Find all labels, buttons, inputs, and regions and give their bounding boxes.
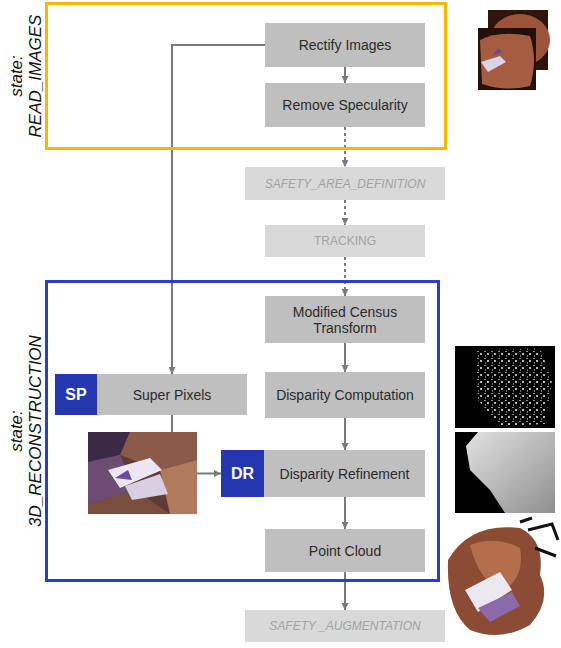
module-tag: SP — [55, 374, 97, 415]
process-box: Disparity Computation — [265, 372, 425, 418]
box-label: Modified Census Transform — [271, 304, 419, 336]
process-box: Rectify Images — [265, 23, 425, 67]
stereo-photos — [478, 10, 550, 90]
process-box: Disparity Refinement — [264, 450, 425, 497]
flow-arrow — [344, 418, 346, 450]
flow-arrow — [344, 67, 346, 83]
state-box: TRACKING — [265, 225, 425, 257]
tissue — [480, 34, 534, 89]
disparity-points — [475, 348, 552, 426]
box-label: SAFETY _AUGMENTATION — [269, 619, 420, 633]
tool — [492, 48, 502, 56]
sparse-disparity-image — [455, 346, 555, 428]
superpixel — [160, 460, 197, 514]
box-label: Disparity Computation — [276, 387, 414, 403]
box-label: Super Pixels — [133, 387, 212, 403]
box-label: SP — [65, 386, 86, 404]
tool — [125, 474, 168, 500]
box-label: DR — [231, 465, 254, 483]
point-cloud-image — [448, 518, 558, 635]
dense-disparity-image — [455, 432, 555, 513]
process-box: Super Pixels — [97, 374, 247, 415]
flow-arrow — [344, 497, 346, 529]
box-label: Disparity Refinement — [280, 466, 410, 482]
state-label: state: 3D_RECONSTRUCTION — [6, 331, 46, 531]
state-box: SAFETY _AUGMENTATION — [245, 610, 445, 642]
box-label: Remove Specularity — [282, 97, 407, 113]
flow-arrow — [344, 343, 346, 372]
tool — [115, 470, 132, 480]
process-box: Modified Census Transform — [265, 296, 425, 343]
disparity-surface — [466, 432, 555, 513]
box-label: Rectify Images — [299, 37, 392, 53]
superpixel-image — [88, 432, 197, 514]
state-box: SAFETY_AREA_DEFINITION — [245, 167, 445, 200]
tool — [478, 592, 520, 622]
cloud-surface — [448, 527, 544, 635]
cloud-fragment — [520, 518, 558, 556]
state-label: state: READ_IMAGES — [6, 1, 46, 151]
flow-arrow — [344, 572, 346, 610]
box-label: Point Cloud — [309, 543, 381, 559]
process-box: Point Cloud — [265, 529, 425, 572]
image-frame — [455, 432, 555, 513]
state-frame: Modified Census TransformSPSuper PixelsD… — [45, 280, 440, 582]
flow-arrow — [344, 257, 346, 296]
box-label: SAFETY_AREA_DEFINITION — [265, 177, 426, 191]
image-frame — [455, 346, 555, 428]
flow-arrow — [344, 200, 346, 225]
flow-arrow — [344, 127, 346, 167]
box-label: TRACKING — [314, 234, 376, 248]
flow-arrow — [172, 45, 265, 374]
tool — [481, 56, 506, 72]
state-frame: Rectify ImagesRemove Specularitystate: R… — [45, 2, 447, 150]
image-frame — [88, 432, 197, 514]
photo-front — [478, 28, 536, 90]
process-box: Remove Specularity — [265, 83, 425, 127]
module-tag: DR — [221, 450, 264, 497]
